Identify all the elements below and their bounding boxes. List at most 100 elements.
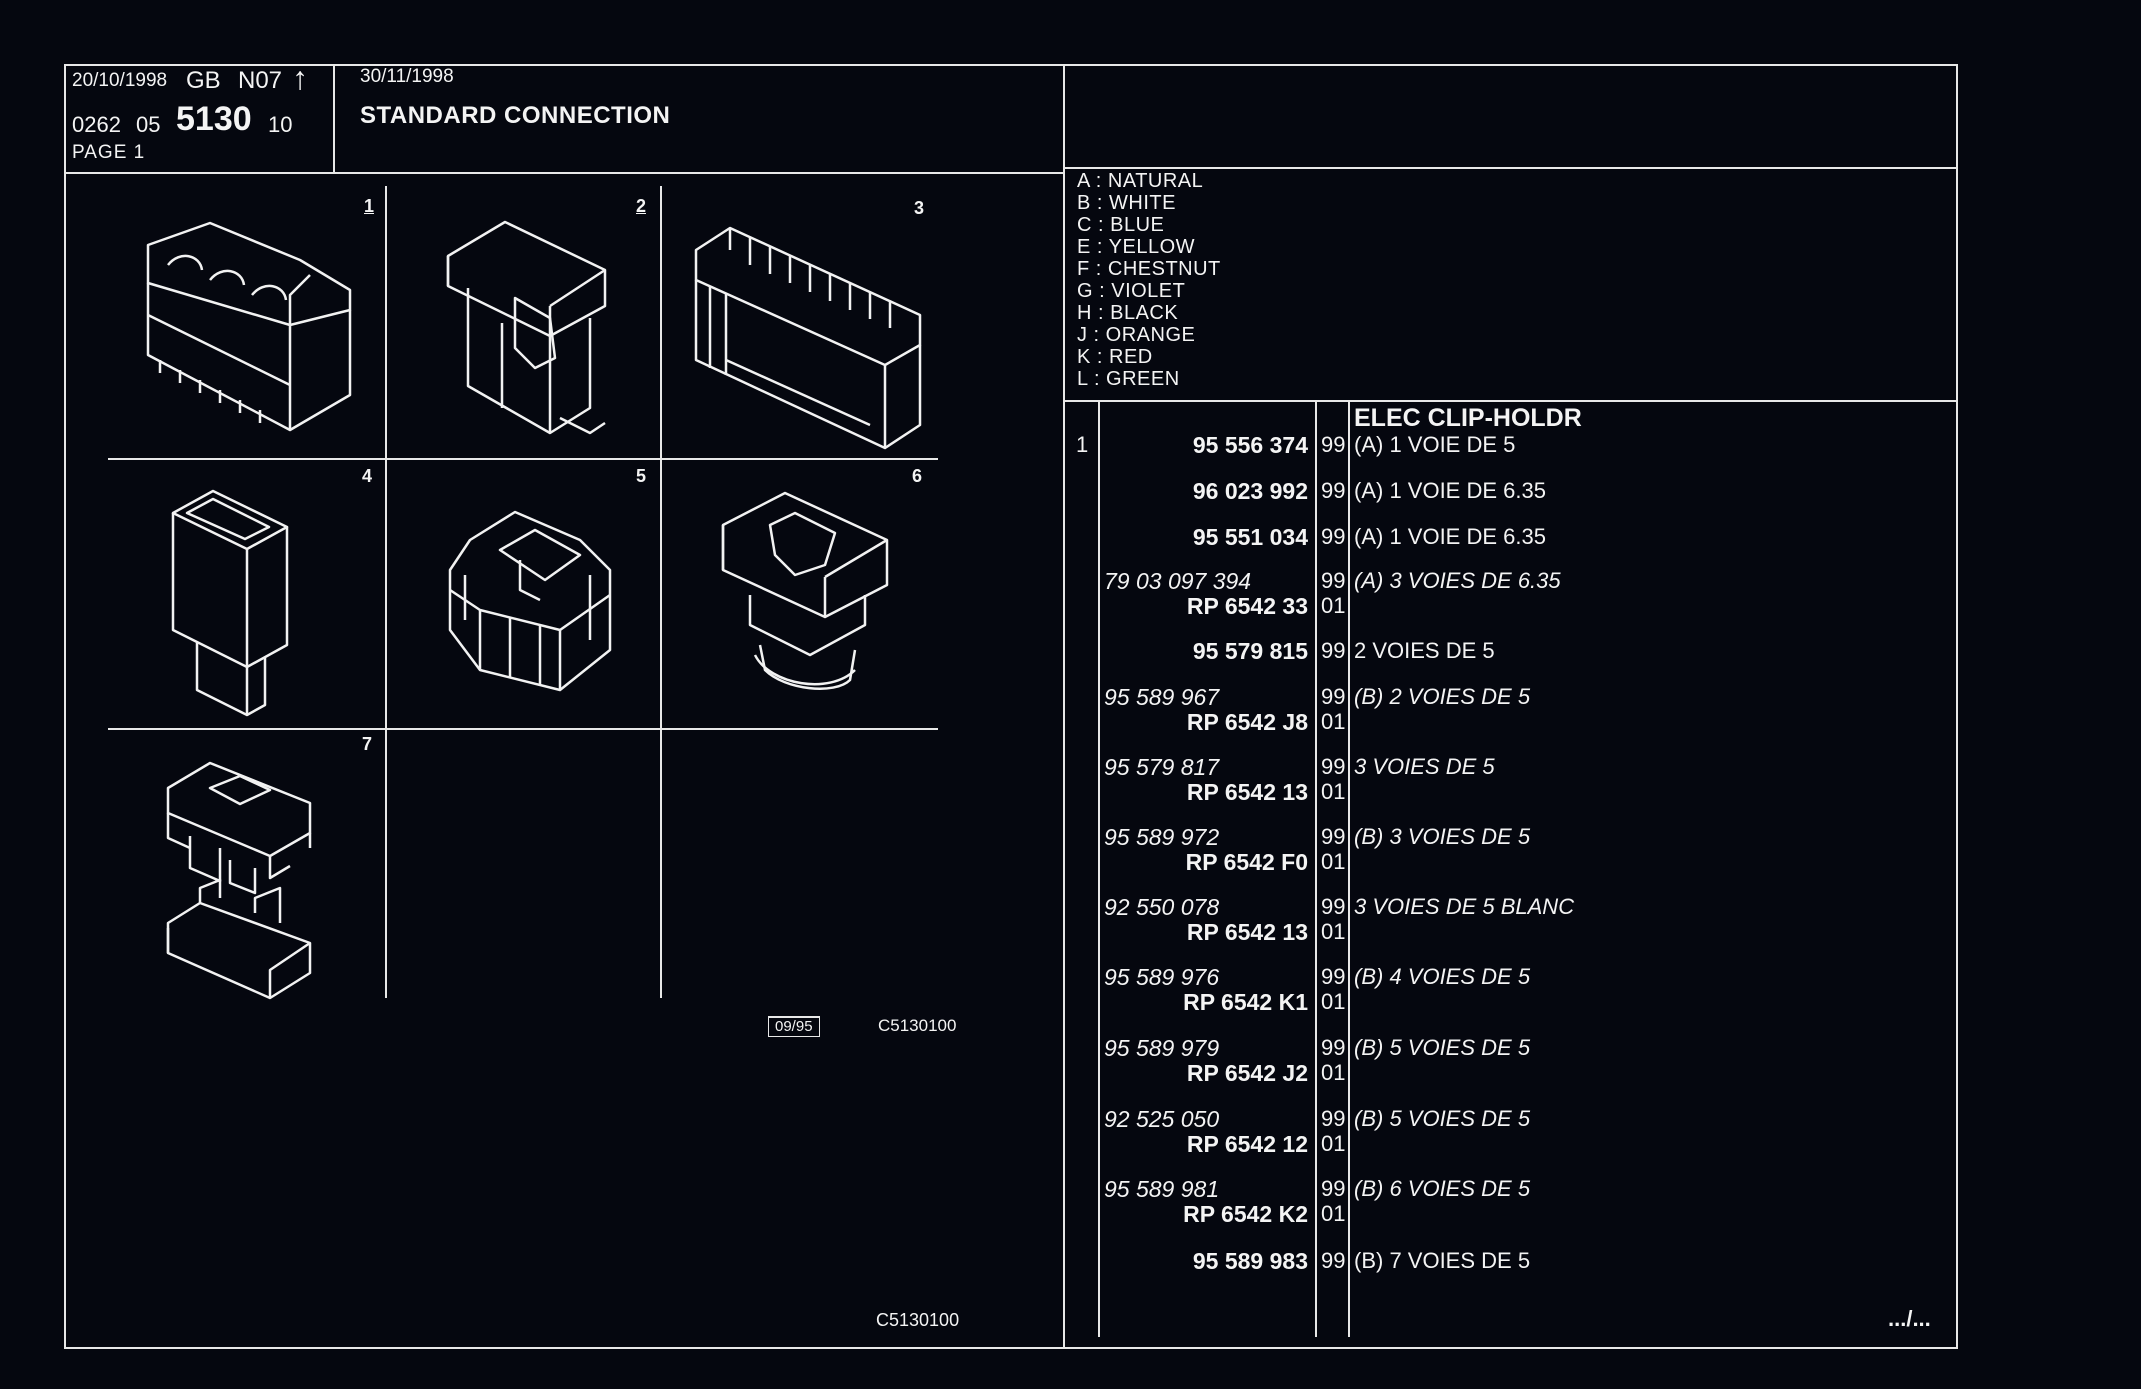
cell-number: 2 [636, 196, 647, 216]
part-ref: 95 589 976 [1104, 964, 1220, 990]
part-code: 99 [1321, 568, 1346, 593]
part-ref: 95 589 972 [1104, 824, 1220, 850]
part-code: 99 [1321, 1248, 1346, 1273]
page-number: PAGE 1 [72, 142, 146, 163]
header-divider [64, 172, 1064, 174]
page-title: STANDARD CONNECTION [360, 102, 671, 129]
drawing-code: C5130100 [878, 1016, 957, 1035]
part-description: (B) 5 VOIES DE 5 [1354, 1106, 1531, 1131]
part-code: 99 [1321, 432, 1346, 457]
part-code: 99 [1321, 1035, 1346, 1060]
part-code: 99 [1321, 754, 1346, 779]
part-description: (A) 1 VOIE DE 6.35 [1354, 524, 1546, 549]
color-legend: A : NATURAL B : WHITE C : BLUE E : YELLO… [1077, 170, 1221, 390]
part-description: 2 VOIES DE 5 [1354, 638, 1495, 663]
part-sub-ref: RP 6542 J2 [1186, 1060, 1308, 1086]
part-sub-ref: RP 6542 J8 [1186, 709, 1308, 735]
part-description: (B) 2 VOIES DE 5 [1354, 684, 1531, 709]
part-code: 99 [1321, 684, 1346, 709]
part-ref: 95 579 817 [1104, 754, 1220, 780]
color-item: J : ORANGE [1077, 324, 1196, 346]
part-sub-code: 01 [1321, 593, 1346, 618]
ref-prefix: 0262 [72, 112, 121, 137]
connector-6-drawing [721, 491, 889, 690]
color-item: B : WHITE [1077, 192, 1176, 214]
color-item: E : YELLOW [1077, 236, 1196, 258]
color-item: G : VIOLET [1077, 280, 1186, 302]
cell-number: 5 [636, 466, 647, 486]
part-ref: 95 589 967 [1104, 684, 1220, 710]
footer-code: C5130100 [876, 1310, 960, 1330]
ref-mid: 05 [136, 112, 161, 137]
part-sub-ref: RP 6542 F0 [1185, 849, 1308, 875]
color-item: K : RED [1077, 346, 1153, 368]
part-sub-ref: RP 6542 13 [1186, 779, 1308, 805]
part-description: (B) 6 VOIES DE 5 [1354, 1176, 1531, 1201]
part-description: 3 VOIES DE 5 BLANC [1354, 894, 1575, 919]
parts-col-divider-3 [1348, 400, 1350, 1337]
part-ref: 79 03 097 394 [1104, 568, 1252, 594]
revision-date: 30/11/1998 [360, 66, 454, 87]
part-ref: 95 551 034 [1192, 524, 1308, 550]
grid-h1 [108, 458, 938, 460]
header-country: GB [186, 67, 221, 94]
cell-number: 7 [362, 734, 373, 754]
part-code: 99 [1321, 1176, 1346, 1201]
color-item: A : NATURAL [1077, 170, 1204, 192]
part-ref: 95 556 374 [1192, 432, 1308, 458]
part-description: (B) 7 VOIES DE 5 [1354, 1248, 1531, 1273]
color-item: L : GREEN [1077, 368, 1180, 390]
part-sub-code: 01 [1321, 849, 1346, 874]
grid-v2 [660, 186, 662, 998]
connector-5-drawing [448, 510, 612, 692]
part-sub-code: 01 [1321, 919, 1346, 944]
part-code: 99 [1321, 894, 1346, 919]
part-sub-code: 01 [1321, 709, 1346, 734]
right-header-divider [1063, 167, 1958, 169]
part-description: (B) 3 VOIES DE 5 [1354, 824, 1531, 849]
revision-stamp: 09/95 [768, 1016, 820, 1037]
header-cell-divider [333, 64, 335, 174]
connector-1-drawing [146, 221, 352, 432]
part-sub-code: 01 [1321, 779, 1346, 804]
cell-number: 1 [364, 196, 375, 216]
continued-marker: .../... [1888, 1306, 1931, 1331]
part-description: (A) 1 VOIE DE 5 [1354, 432, 1516, 457]
part-code: 99 [1321, 524, 1346, 549]
cell-number: 4 [362, 466, 373, 486]
part-ref: 92 525 050 [1104, 1106, 1220, 1132]
part-sub-code: 01 [1321, 989, 1346, 1014]
parts-heading: ELEC CLIP-HOLDR [1354, 404, 1582, 432]
document-frame [64, 64, 1958, 1349]
parts-col-divider-2 [1315, 400, 1317, 1337]
part-sub-ref: RP 6542 12 [1186, 1131, 1308, 1157]
cell-number: 6 [912, 466, 923, 486]
part-ref: 96 023 992 [1192, 478, 1308, 504]
connector-7-drawing [166, 761, 312, 1000]
grid-h2 [108, 728, 938, 730]
main-divider [1063, 64, 1065, 1349]
part-ref: 95 589 981 [1104, 1176, 1220, 1202]
terminal-4-drawing [171, 489, 289, 717]
grid-v1 [385, 186, 387, 998]
ref-suffix: 10 [268, 112, 293, 137]
parts-col-divider-1 [1098, 400, 1100, 1337]
part-ref: 95 579 815 [1192, 638, 1308, 664]
up-arrow-icon: ↑ [292, 60, 308, 96]
part-sub-code: 01 [1321, 1201, 1346, 1226]
part-code: 99 [1321, 824, 1346, 849]
part-sub-ref: RP 6542 K2 [1183, 1201, 1308, 1227]
part-sub-ref: RP 6542 13 [1186, 919, 1308, 945]
item-number: 1 [1076, 432, 1089, 457]
color-item: F : CHESTNUT [1077, 258, 1221, 280]
part-code: 99 [1321, 638, 1346, 663]
part-ref: 92 550 078 [1104, 894, 1220, 920]
part-description: (A) 1 VOIE DE 6.35 [1354, 478, 1546, 503]
color-item: C : BLUE [1077, 214, 1165, 236]
legend-divider [1063, 400, 1958, 402]
color-item: H : BLACK [1077, 302, 1179, 324]
part-description: (B) 5 VOIES DE 5 [1354, 1035, 1531, 1060]
header-date: 20/10/1998 [72, 70, 168, 91]
part-sub-code: 01 [1321, 1131, 1346, 1156]
part-code: 99 [1321, 964, 1346, 989]
